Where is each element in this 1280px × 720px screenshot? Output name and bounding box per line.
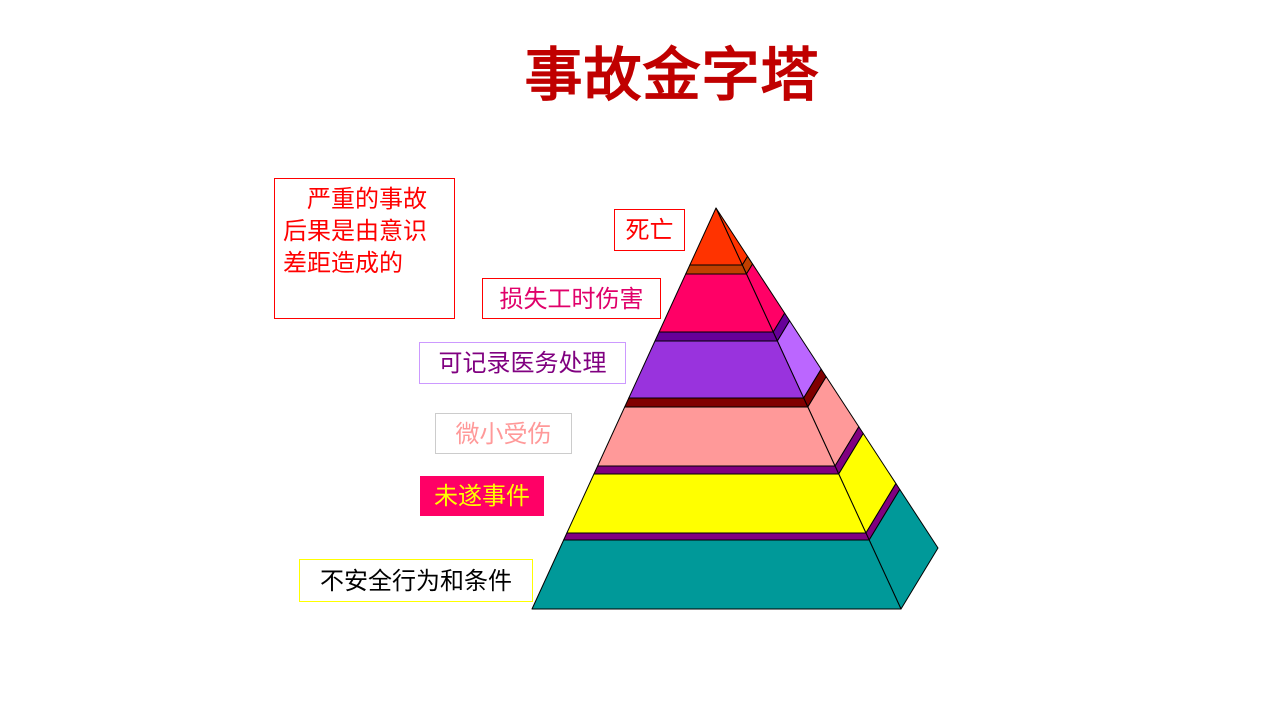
pyramid-band-2-front [654, 331, 778, 342]
pyramid-band-5-front [563, 532, 870, 541]
label-recordable-medical: 可记录医务处理 [419, 342, 626, 384]
label-near-miss: 未遂事件 [420, 476, 544, 516]
label-unsafe-acts: 不安全行为和条件 [299, 559, 533, 602]
page-title: 事故金字塔 [524, 41, 820, 109]
label-minor-injury: 微小受伤 [435, 413, 572, 454]
label-death: 死亡 [614, 209, 685, 251]
label-lost-time-injury: 损失工时伤害 [482, 278, 661, 319]
pyramid-level-5-front [566, 473, 867, 534]
note-line: 差距造成的 [283, 249, 403, 277]
pyramid-level-3-front [628, 340, 805, 399]
pyramid-level-4-front [597, 406, 836, 467]
pyramid-band-3-front [624, 397, 809, 408]
pyramid-band-1-front [685, 264, 747, 275]
note-box: 严重的事故 后果是由意识 差距造成的 [274, 178, 455, 319]
pyramid-band-4-front [593, 465, 840, 475]
pyramid-level-6-front [531, 539, 902, 610]
note-line: 后果是由意识 [283, 217, 427, 245]
note-line: 严重的事故 [283, 185, 427, 213]
